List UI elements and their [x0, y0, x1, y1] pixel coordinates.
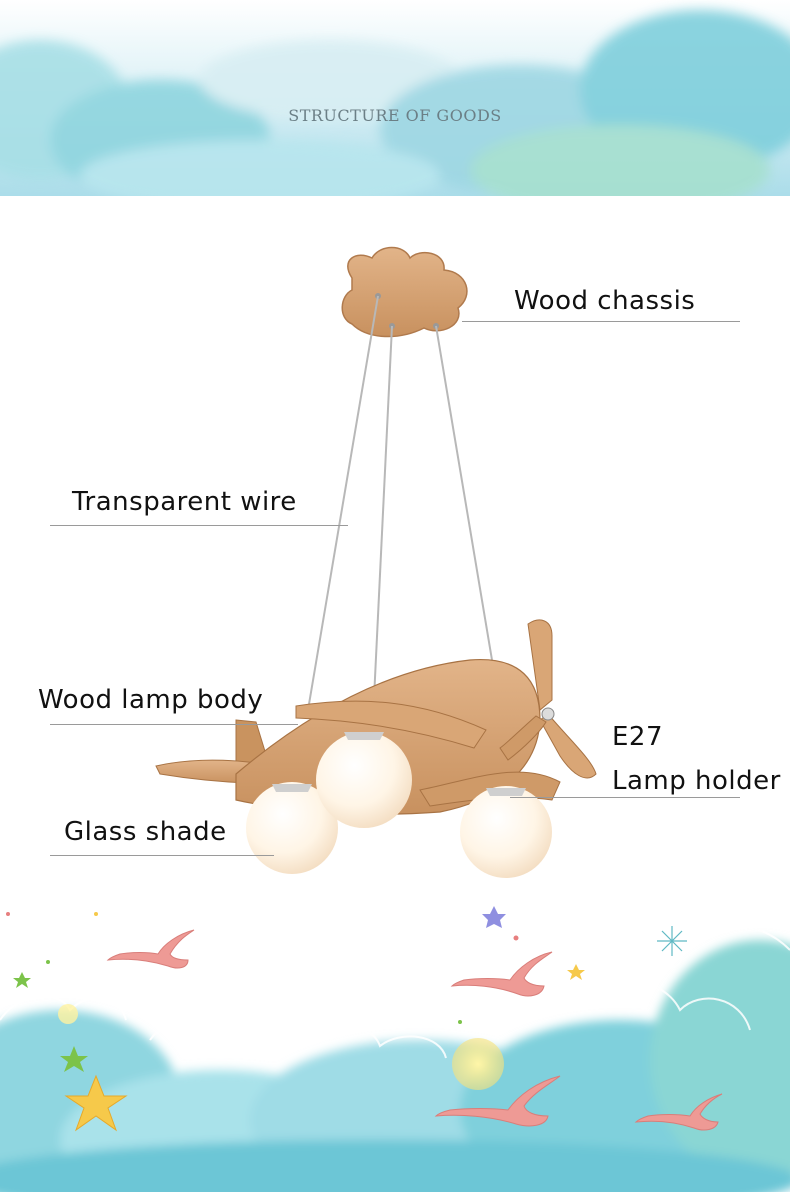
- sun-icon: [452, 1038, 504, 1090]
- leader-line-glass-shade: [50, 855, 274, 856]
- label-e27: E27: [612, 722, 664, 752]
- watercolor-sky-background: [0, 0, 790, 200]
- leader-line-lamp-holder: [510, 797, 740, 798]
- glass-shades: [246, 732, 552, 878]
- airplane-pendant-lamp-illustration: [155, 246, 597, 878]
- label-wood-chassis: Wood chassis: [514, 286, 696, 316]
- label-wood-lamp-body: Wood lamp body: [38, 685, 264, 715]
- leader-line-wood-lamp-body: [50, 724, 298, 725]
- label-lamp-holder: Lamp holder: [612, 766, 781, 796]
- pink-birds: [106, 929, 723, 1131]
- clouds-birds-stars-background: [0, 906, 790, 1192]
- wires: [307, 295, 493, 741]
- label-transparent-wire: Transparent wire: [72, 487, 297, 517]
- stars: [6, 906, 687, 1132]
- leader-line-transparent-wire: [50, 525, 348, 526]
- wood-chassis-shape: [341, 246, 468, 338]
- page-title: STRUCTURE OF GOODS: [288, 106, 502, 125]
- footer-banner: [0, 900, 790, 1192]
- wood-lamp-body-shape: [155, 619, 597, 815]
- label-glass-shade: Glass shade: [64, 817, 227, 847]
- header-banner: STRUCTURE OF GOODS: [0, 0, 790, 200]
- product-diagram: Wood chassis Transparent wire Wood lamp …: [0, 200, 790, 900]
- leader-line-wood-chassis: [462, 321, 740, 322]
